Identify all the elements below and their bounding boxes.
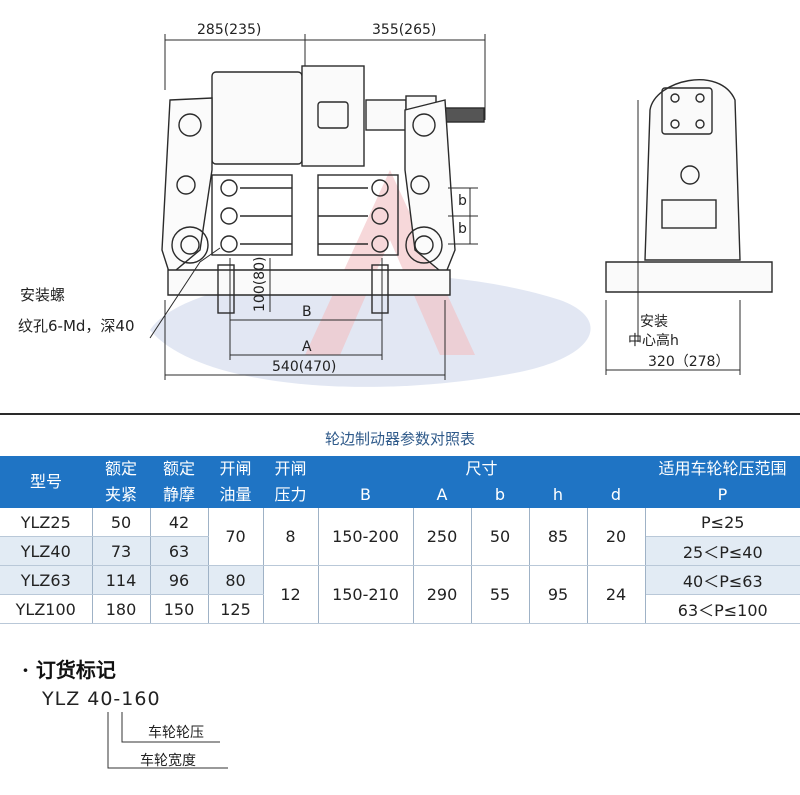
cell-clamp: 73 — [92, 536, 151, 566]
header-model: 型号 — [0, 456, 92, 508]
side-label2: 中心高h — [628, 332, 679, 349]
cell-pressure: 12 — [263, 565, 319, 624]
header-torque-2: 静摩 — [150, 482, 208, 508]
header-clamp-1: 额定 — [92, 456, 150, 482]
cell-torque: 63 — [150, 536, 209, 566]
watermark-logo — [150, 170, 591, 387]
cell-b: 50 — [471, 508, 530, 566]
cell-pressure: 8 — [263, 508, 319, 566]
header-row-1: 型号 额定 额定 开闸 开闸 尺寸 适用车轮轮压范围 — [0, 456, 800, 508]
cell-model: YLZ25 — [0, 508, 93, 537]
cell-clamp: 180 — [92, 594, 151, 624]
cell-clamp: 114 — [92, 565, 151, 595]
cell-oil: 80 — [208, 565, 264, 595]
side-label1: 安装 — [640, 314, 668, 330]
cell-torque: 42 — [150, 508, 209, 537]
engineering-drawing: 285(235) 355(265) b b 100(80) B A 540(47… — [18, 22, 773, 387]
cell-range: 63＜P≤100 — [645, 594, 800, 624]
header-B: B — [318, 482, 413, 508]
cell-d: 24 — [587, 565, 646, 624]
cell-model: YLZ100 — [0, 594, 93, 624]
header-pressure-1: 开闸 — [263, 456, 318, 482]
header-P: P — [645, 482, 800, 508]
dim-b-upper: b — [458, 193, 467, 209]
cell-torque: 96 — [150, 565, 209, 595]
dim-B: B — [302, 304, 312, 320]
order-leader-lines — [107, 712, 228, 769]
cell-oil: 125 — [208, 594, 264, 624]
dim-A: A — [302, 339, 312, 355]
cell-range: 25＜P≤40 — [645, 536, 800, 566]
header-clamp-2: 夹紧 — [92, 482, 150, 508]
header-b: b — [471, 482, 529, 508]
dim-right-top: 355(265) — [372, 22, 436, 38]
cell-B: 150-200 — [318, 508, 414, 566]
cell-range: P≤25 — [645, 508, 800, 537]
header-size: 尺寸 — [318, 456, 645, 482]
dim-b-lower: b — [458, 221, 467, 237]
header-oil-1: 开闸 — [208, 456, 263, 482]
table-title: 轮边制动器参数对照表 — [324, 430, 475, 448]
cell-A: 290 — [413, 565, 472, 624]
header-row-2: 夹紧 静摩 油量 压力 B A b h d P — [0, 482, 800, 508]
dim-height: 100(80) — [252, 257, 268, 312]
cell-b: 55 — [471, 565, 530, 624]
header-wheel: 适用车轮轮压范围 — [645, 456, 800, 482]
cell-A: 250 — [413, 508, 472, 566]
cell-torque: 150 — [150, 594, 209, 624]
cell-h: 95 — [529, 565, 588, 624]
spec-table: 型号 额定 额定 开闸 开闸 尺寸 适用车轮轮压范围 夹紧 静摩 油量 压力 B… — [0, 456, 800, 624]
dim-width: 540(470) — [272, 359, 336, 375]
table-row: YLZ40 73 63 25＜P≤40 — [0, 536, 800, 566]
cell-clamp: 50 — [92, 508, 151, 537]
table-row: YLZ63 114 96 80 12 150-210 290 55 95 24 … — [0, 565, 800, 624]
header-A: A — [413, 482, 471, 508]
table-row: YLZ100 180 150 125 63＜P≤100 — [0, 594, 800, 624]
side-width: 320（278） — [648, 354, 729, 370]
note-line2: 纹孔6-Md，深40 — [18, 317, 135, 335]
label-wheel-width: 车轮宽度 — [140, 753, 196, 769]
label-wheel-pressure: 车轮轮压 — [148, 725, 204, 741]
header-d: d — [587, 482, 645, 508]
cell-range: 40＜P≤63 — [645, 565, 800, 595]
order-heading: · 订货标记 — [22, 658, 116, 682]
cell-h: 85 — [529, 508, 588, 566]
header-oil-2: 油量 — [208, 482, 263, 508]
order-code: YLZ 40-160 — [42, 688, 161, 710]
table-row: YLZ25 50 42 70 8 150-200 250 50 85 20 P≤… — [0, 508, 800, 566]
separator-line — [0, 413, 800, 415]
cell-model: YLZ63 — [0, 565, 93, 595]
header-torque-1: 额定 — [150, 456, 208, 482]
dim-left-top: 285(235) — [197, 22, 261, 38]
cell-oil: 70 — [208, 508, 264, 566]
header-pressure-2: 压力 — [263, 482, 318, 508]
header-h: h — [529, 482, 587, 508]
cell-d: 20 — [587, 508, 646, 566]
cell-B: 150-210 — [318, 565, 414, 624]
cell-model: YLZ40 — [0, 536, 93, 566]
note-line1: 安装螺 — [20, 286, 65, 304]
